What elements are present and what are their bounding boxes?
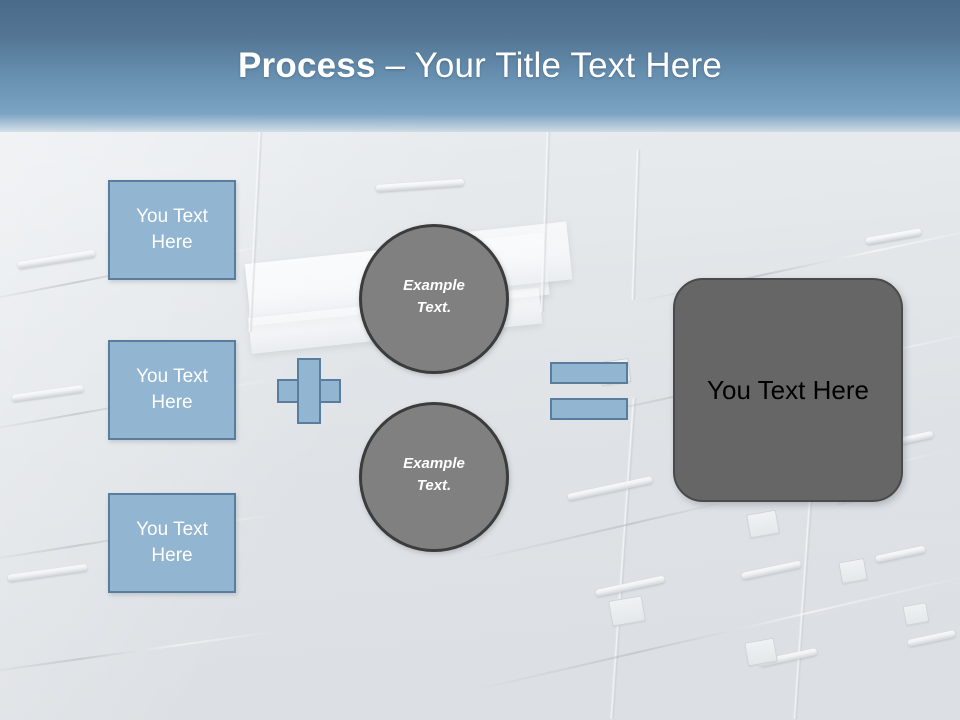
plus-icon-center-fill: [300, 381, 318, 401]
page-title: Process – Your Title Text Here: [0, 0, 960, 132]
equals-icon-bottom-bar: [550, 398, 628, 420]
page-title-strong: Process: [238, 46, 376, 85]
page-title-rest: – Your Title Text Here: [375, 46, 722, 85]
plus-icon: [277, 358, 341, 424]
equals-icon: [550, 362, 628, 420]
equals-icon-top-bar: [550, 362, 628, 384]
title-banner: [0, 0, 960, 132]
result-box[interactable]: You Text Here: [673, 278, 903, 502]
